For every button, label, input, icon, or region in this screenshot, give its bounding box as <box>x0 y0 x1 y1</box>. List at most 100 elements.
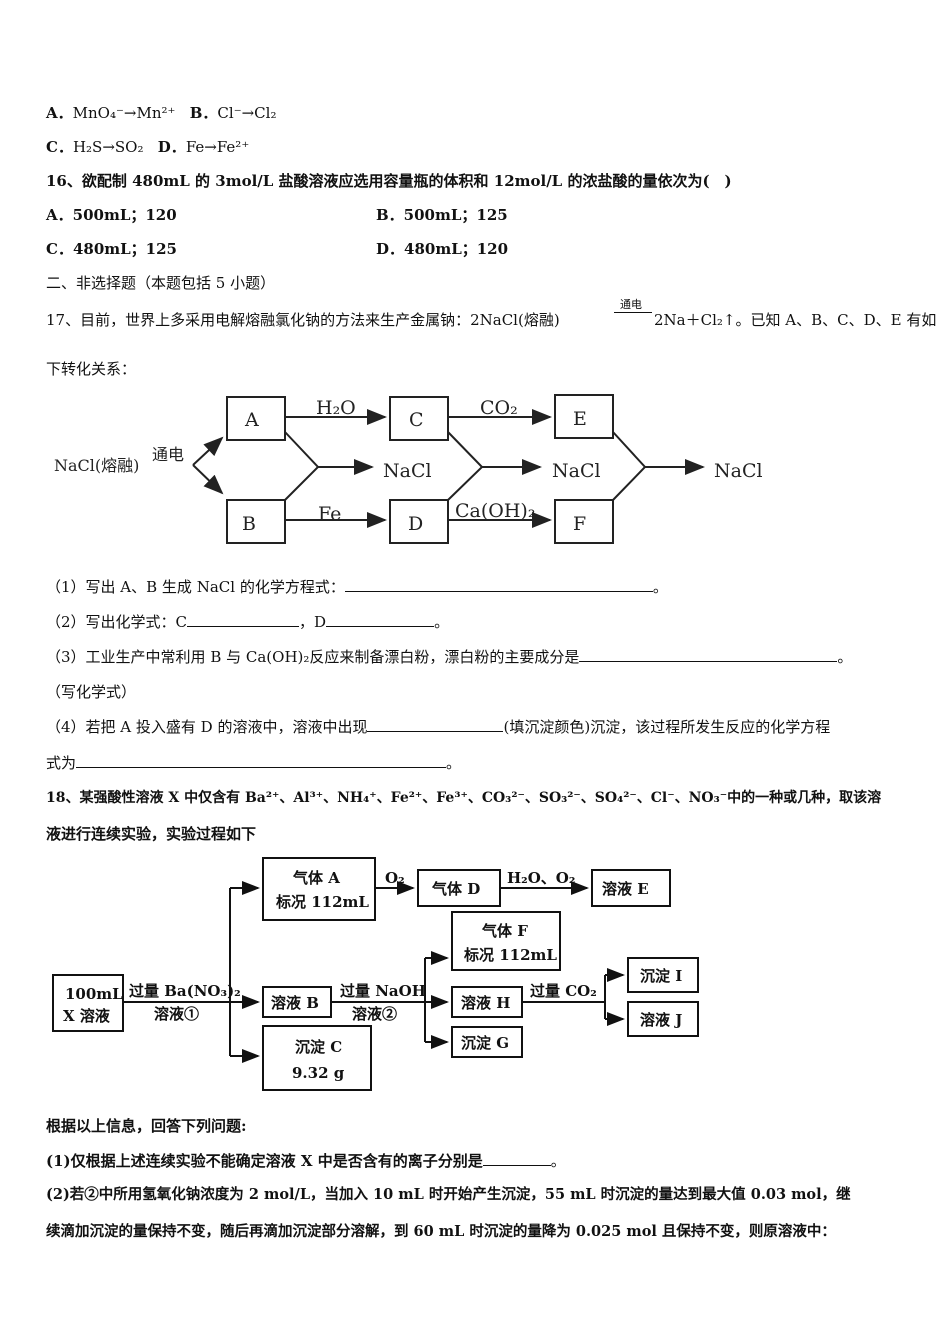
q17-part3-end: 。 <box>837 648 853 666</box>
label-a: A <box>244 409 259 431</box>
option-c-text: H₂S→SO₂ <box>72 138 144 156</box>
label-sol-h: 溶液 H <box>461 994 510 1012</box>
label-pp-i: 沉淀 I <box>640 967 682 985</box>
option-b-label: B． <box>189 104 218 122</box>
label-solution-2: 溶液② <box>352 1005 397 1023</box>
label-gas-a: 气体 A <box>292 869 340 887</box>
label-solution-1: 溶液① <box>154 1005 199 1023</box>
section-heading: 二、非选择题（本题包括 5 小题） <box>46 274 276 292</box>
answer-blank-ions[interactable] <box>482 1151 551 1166</box>
box-sol-e <box>591 869 671 907</box>
option-c-label: C． <box>46 138 73 156</box>
box-f <box>554 499 614 544</box>
q18-intro: 根据以上信息，回答下列问题: <box>46 1117 247 1135</box>
q17-part1-text: （1）写出 A、B 生成 NaCl 的化学方程式： <box>46 578 345 596</box>
option-d-label: D． <box>157 138 186 156</box>
q17-stem-part2: 2Na＋Cl₂↑。已知 A、B、C、D、E 有如 <box>654 311 937 329</box>
q17-part2: （2）写出化学式：C，D。 <box>46 612 449 632</box>
label-pp-c: 沉淀 C <box>295 1038 342 1056</box>
label-o2: O₂ <box>385 869 405 887</box>
q17-part4-text: （4）若把 A 投入盛有 D 的溶液中，溶液中出现 <box>46 718 368 736</box>
answer-blank-color[interactable] <box>367 717 504 732</box>
answer-blank-d[interactable] <box>326 612 435 627</box>
q18-stem-line1: 18、某强酸性溶液 X 中仅含有 Ba²⁺、Al³⁺、NH₄⁺、Fe²⁺、Fe³… <box>46 790 882 806</box>
box-d <box>389 499 449 544</box>
box-pp-g <box>451 1026 523 1058</box>
q18-part2-line2: 续滴加沉淀的量保持不变，随后再滴加沉淀部分溶解，到 60 mL 时沉淀的量降为 … <box>46 1223 836 1240</box>
q17-part2-end: 。 <box>434 613 450 631</box>
q16-option-c: C．480mL；125 <box>46 240 177 258</box>
q17-part4-end: 。 <box>446 754 462 772</box>
q18-part1: (1)仅根据上述连续实验不能确定溶液 X 中是否含有的离子分别是 。 <box>46 1151 566 1171</box>
box-pp-i <box>627 957 699 993</box>
q17-part3-text: （3）工业生产中常利用 B 与 Ca(OH)₂反应来制备漂白粉，漂白粉的主要成分… <box>46 648 580 666</box>
label-x-solution: X 溶液 <box>63 1007 111 1025</box>
label-reagent-1: 过量 Ba(NO₃)₂ <box>129 982 241 1000</box>
q17-part4-line2: 式为 。 <box>46 753 461 773</box>
answer-blank-bleach[interactable] <box>579 647 838 662</box>
q17-part4-mid: (填沉淀颜色)沉淀，该过程所发生反应的化学方程 <box>503 718 831 736</box>
label-nacl-molten: NaCl(熔融) <box>54 456 139 475</box>
answer-blank-equation[interactable] <box>344 577 653 592</box>
q16-option-b: B．500mL；125 <box>376 206 508 224</box>
label-gas-a-volume: 标况 112mL <box>275 893 369 911</box>
label-d: D <box>408 513 423 535</box>
q17-part2-text: （2）写出化学式：C <box>46 613 188 631</box>
label-caoh2: Ca(OH)₂ <box>455 500 535 522</box>
q15-row2: C．H₂S→SO₂ D．Fe→Fe²⁺ <box>46 137 249 157</box>
label-h2o: H₂O <box>316 397 356 419</box>
label-nacl-3: NaCl <box>714 460 763 482</box>
label-gas-f: 气体 F <box>481 922 528 940</box>
q17-condition: 通电 <box>620 298 642 311</box>
q18-flow-diagram: 100mL X 溶液 过量 Ba(NO₃)₂ 溶液① 气体 A 标况 112mL… <box>52 857 699 1091</box>
label-e: E <box>573 408 587 430</box>
answer-blank-reaction[interactable] <box>76 753 447 768</box>
label-c: C <box>409 409 424 431</box>
q17-part4-line2-text: 式为 <box>46 754 77 772</box>
q18-part1-end: 。 <box>550 1152 566 1170</box>
label-f: F <box>573 513 586 535</box>
label-sol-e: 溶液 E <box>602 880 649 898</box>
box-a <box>226 396 286 441</box>
label-fe: Fe <box>318 503 341 525</box>
option-a-text: MnO₄⁻→Mn²⁺ <box>72 104 176 122</box>
box-sol-j <box>627 1001 699 1037</box>
box-c <box>389 396 449 441</box>
label-x-volume: 100mL <box>65 985 123 1003</box>
label-co2: CO₂ <box>480 397 518 419</box>
label-b: B <box>242 513 256 535</box>
label-nacl-2: NaCl <box>552 460 601 482</box>
label-gas-f-volume: 标况 112mL <box>463 946 557 964</box>
box-pp-c <box>262 1025 372 1091</box>
q17-condition-bar <box>614 312 652 313</box>
q17-stem-part3: 下转化关系： <box>46 360 137 378</box>
option-d-text: Fe→Fe²⁺ <box>185 138 250 156</box>
box-gas-f <box>451 911 561 971</box>
answer-blank-c[interactable] <box>187 612 300 627</box>
q17-flow-diagram: NaCl(熔融) 通电 A B C D E F H₂O CO₂ Fe Ca(OH… <box>54 394 763 544</box>
label-nacl-1: NaCl <box>383 460 432 482</box>
label-gas-d: 气体 D <box>431 880 480 898</box>
q18-part2-line1: (2)若②中所用氢氧化钠浓度为 2 mol/L，当加入 10 mL 时开始产生沉… <box>46 1186 851 1203</box>
q17-stem-part1: 17、目前，世界上多采用电解熔融氯化钠的方法来生产金属钠：2NaCl(熔融) <box>46 311 560 329</box>
q16-stem: 16、欲配制 480mL 的 3mol/L 盐酸溶液应选用容量瓶的体积和 12m… <box>46 172 732 190</box>
q17-part3: （3）工业生产中常利用 B 与 Ca(OH)₂反应来制备漂白粉，漂白粉的主要成分… <box>46 647 852 667</box>
label-sol-j: 溶液 J <box>640 1011 682 1029</box>
q16-option-a: A．500mL；120 <box>46 206 177 224</box>
q16-option-d: D．480mL；120 <box>376 240 509 258</box>
q17-part4: （4）若把 A 投入盛有 D 的溶液中，溶液中出现 (填沉淀颜色)沉淀，该过程所发… <box>46 717 830 737</box>
label-sol-b: 溶液 B <box>271 994 319 1012</box>
q18-part1-text: (1)仅根据上述连续实验不能确定溶液 X 中是否含有的离子分别是 <box>46 1152 483 1170</box>
label-co2-excess: 过量 CO₂ <box>530 982 597 1000</box>
q18-stem-line2: 液进行连续实验，实验过程如下 <box>46 825 257 843</box>
q15-row1: A．MnO₄⁻→Mn²⁺ B．Cl⁻→Cl₂ <box>46 103 276 123</box>
label-h2o-o2: H₂O、O₂ <box>507 869 575 887</box>
q17-part3-note: （写化学式） <box>46 683 137 701</box>
label-pp-g: 沉淀 G <box>461 1034 509 1052</box>
q17-part1: （1）写出 A、B 生成 NaCl 的化学方程式： 。 <box>46 577 668 597</box>
q17-part1-end: 。 <box>652 578 668 596</box>
option-a-label: A． <box>46 104 73 122</box>
box-e <box>554 394 614 439</box>
box-b <box>226 499 286 544</box>
option-b-text: Cl⁻→Cl₂ <box>217 104 277 122</box>
